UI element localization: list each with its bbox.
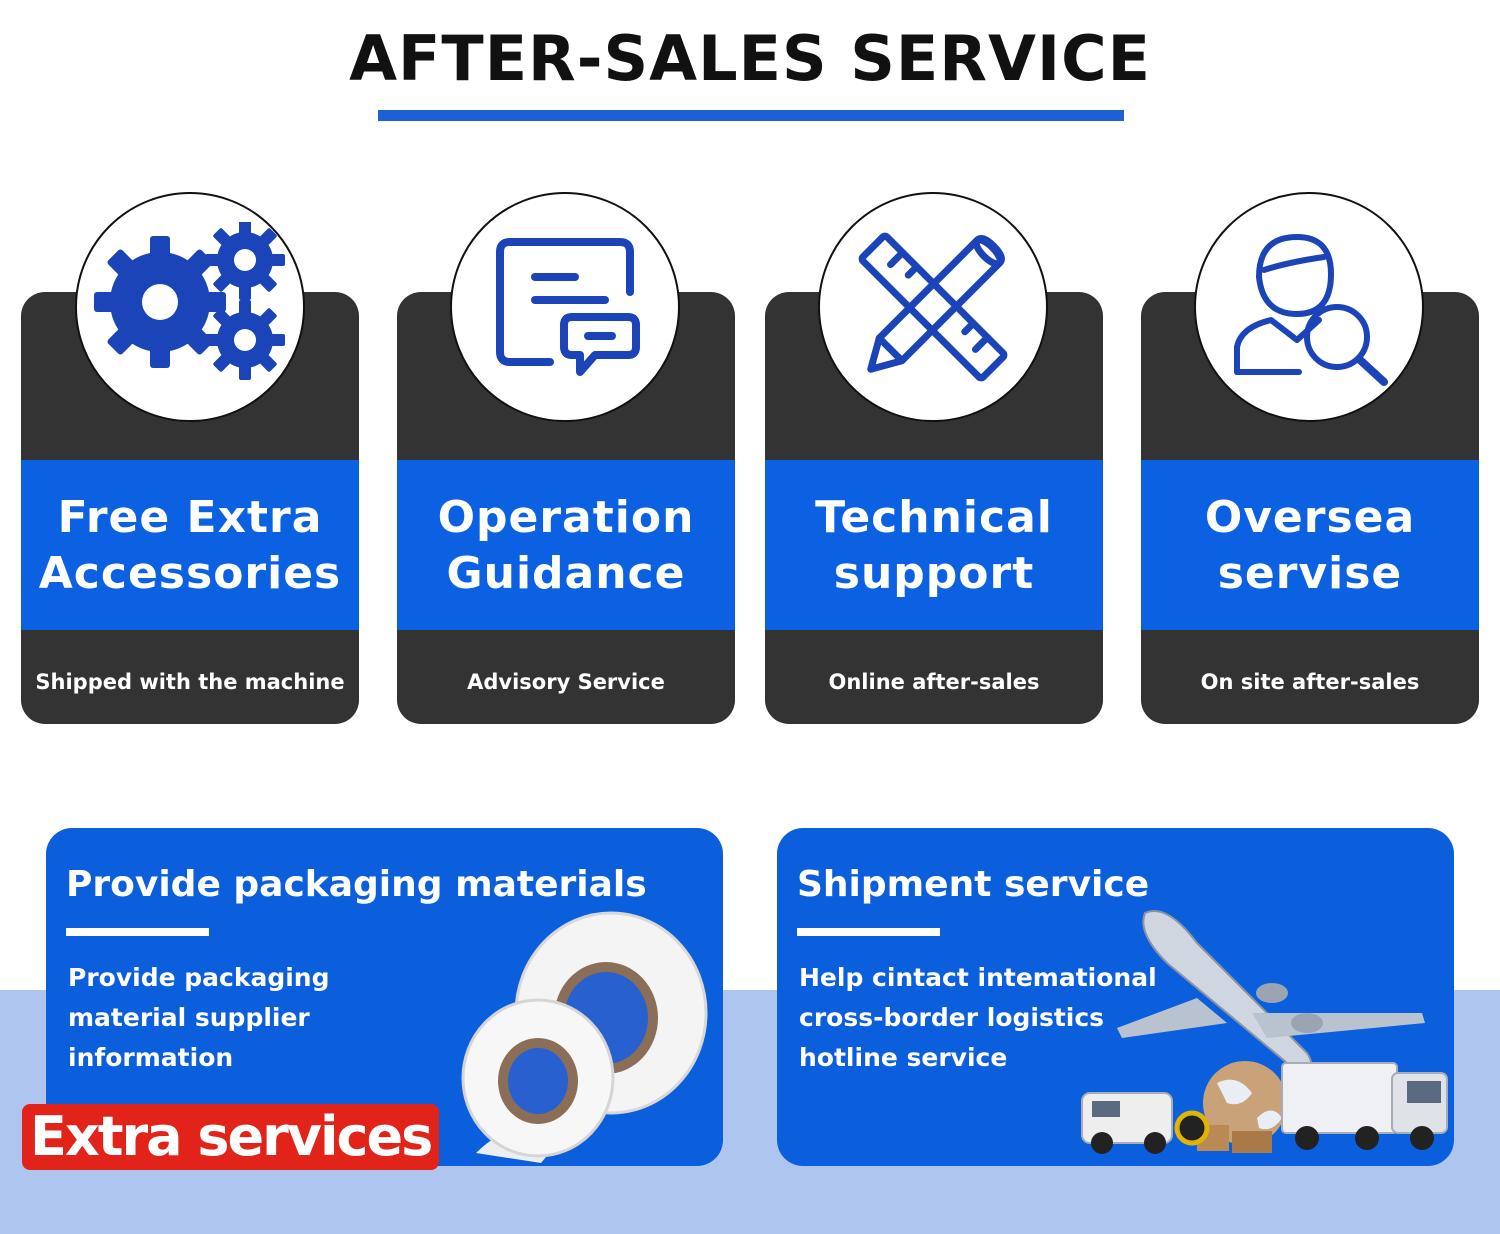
panel-divider [797, 928, 940, 936]
card-subtitle: Online after-sales [828, 670, 1040, 694]
description-line: information [68, 1043, 234, 1072]
title-underline [378, 110, 1124, 121]
card-title: Technical support [765, 490, 1103, 602]
ruler-pencil-icon [818, 192, 1048, 422]
description-line: hotline service [799, 1043, 1008, 1072]
description-line: cross-border logistics [799, 1003, 1105, 1032]
description-line: Provide packaging [68, 963, 330, 992]
panel-description: Help cintact intemational cross-border l… [799, 958, 1157, 1078]
card-title-line2: servise [1217, 548, 1403, 599]
panel-divider [66, 928, 209, 936]
card-band [21, 460, 359, 630]
card-band [1141, 460, 1479, 630]
card-title: Operation Guidance [397, 490, 735, 602]
card-title-line1: Technical [815, 492, 1053, 543]
card-title-line2: support [833, 548, 1035, 599]
document-chat-icon [450, 192, 680, 422]
panel-title: Provide packaging materials [66, 864, 647, 905]
panel-title: Shipment service [797, 864, 1150, 905]
page-title: AFTER-SALES SERVICE [349, 22, 1151, 95]
service-card-guidance: Operation Guidance Advisory Service [397, 292, 735, 724]
user-search-icon [1194, 192, 1424, 422]
card-band [397, 460, 735, 630]
panel-description: Provide packaging material supplier info… [68, 958, 330, 1078]
card-title-line1: Oversea [1204, 492, 1416, 543]
card-title-line1: Free Extra [57, 492, 323, 543]
extra-services-badge: Extra services [22, 1104, 440, 1170]
card-title-line2: Guidance [446, 548, 686, 599]
gears-icon [75, 192, 305, 422]
card-title-line1: Operation [437, 492, 695, 543]
card-subtitle: Shipped with the machine [35, 670, 345, 694]
card-subtitle: On site after-sales [1200, 670, 1420, 694]
card-title: Free Extra Accessories [21, 490, 359, 602]
description-line: material supplier [68, 1003, 310, 1032]
airplane-trucks-globe-image [1081, 910, 1448, 1154]
tape-rolls-image [461, 911, 708, 1163]
card-band [765, 460, 1103, 630]
description-line: Help cintact intemational [799, 963, 1157, 992]
shipment-panel: Shipment service Help cintact intemation… [777, 828, 1454, 1166]
card-subtitle: Advisory Service [467, 670, 665, 694]
service-card-technical: Technical support Online after-sales [765, 292, 1103, 724]
card-title-line2: Accessories [38, 548, 342, 599]
card-title: Oversea servise [1141, 490, 1479, 602]
